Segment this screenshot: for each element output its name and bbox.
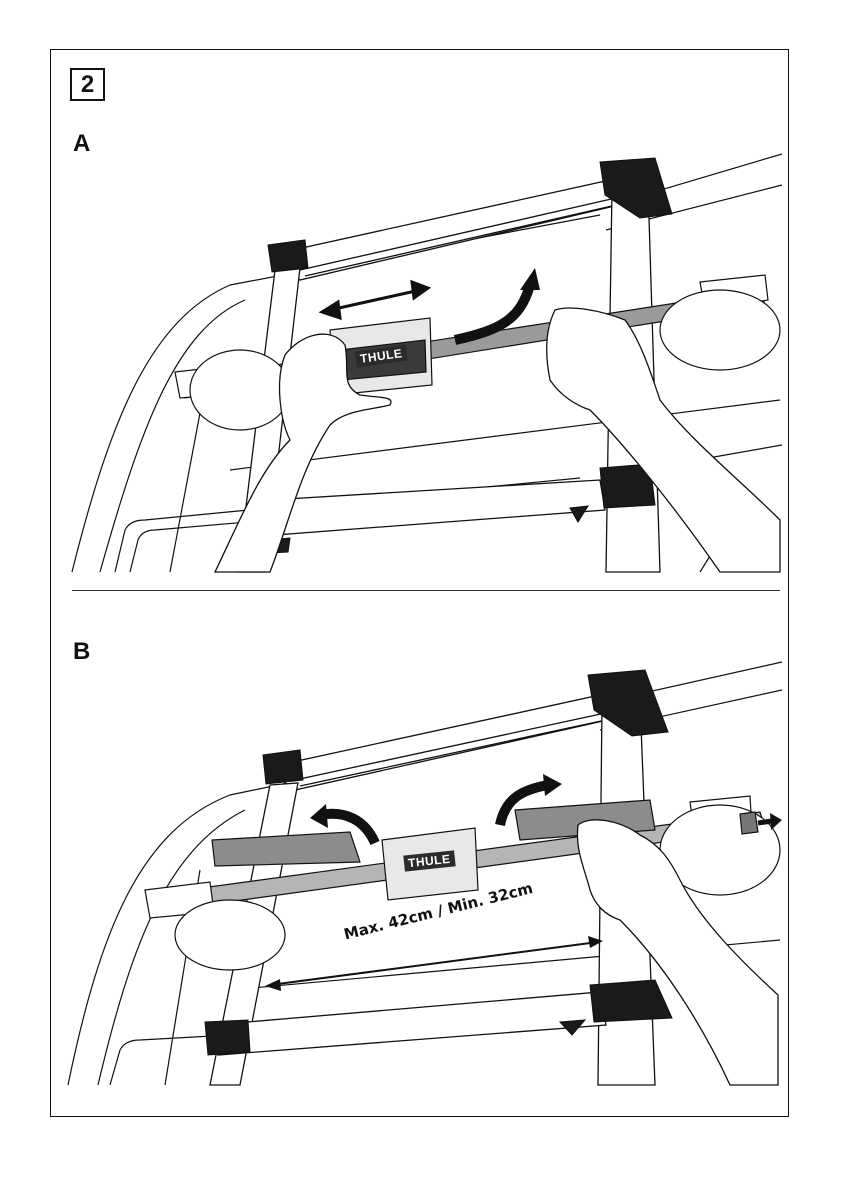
- panel-b-illustration: [0, 0, 842, 1191]
